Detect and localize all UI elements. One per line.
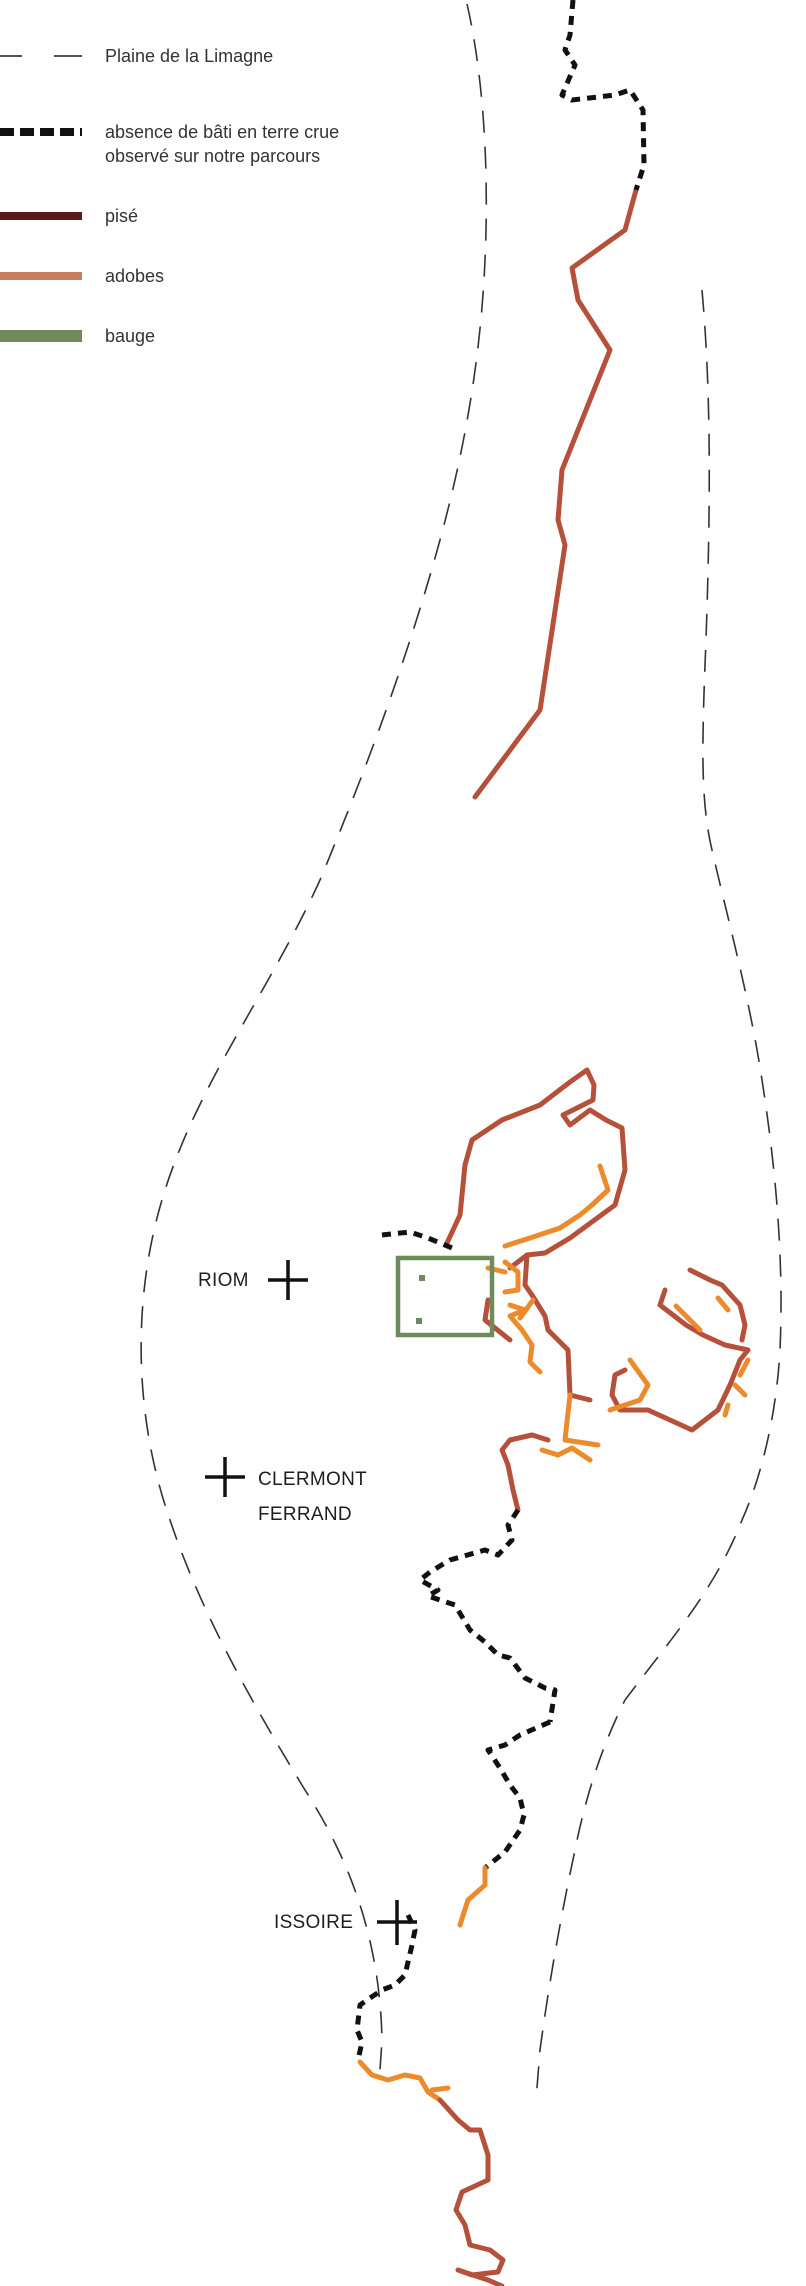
city-label-issoire: ISSOIRE bbox=[274, 1912, 354, 1933]
absence-route-south bbox=[354, 1229, 558, 2061]
issoire-marker-icon bbox=[377, 1900, 417, 1945]
legend-label-bauge: bauge bbox=[105, 326, 156, 346]
bauge-area bbox=[395, 1255, 495, 1338]
legend-item-adobes: adobes bbox=[0, 260, 400, 300]
plain-boundary-west bbox=[140, 3, 488, 2071]
legend-label-absence-2: observé sur notre parcours bbox=[105, 146, 321, 166]
absence-route-north bbox=[559, 0, 647, 191]
legend-label-adobes: adobes bbox=[105, 266, 165, 286]
adobes-route-south bbox=[357, 1865, 488, 2103]
pise-route-south bbox=[437, 2097, 506, 2286]
city-label-riom: RIOM bbox=[198, 1270, 249, 1291]
legend-item-pise: pisé bbox=[0, 200, 400, 240]
legend-item-plain: Plaine de la Limagne bbox=[0, 40, 400, 80]
city-markers bbox=[205, 1260, 417, 1945]
legend-label-absence-1: absence de bâti en terre crue bbox=[105, 122, 340, 142]
plain-boundary-east bbox=[535, 289, 782, 2101]
city-label-clermont-2: FERRAND bbox=[258, 1504, 352, 1525]
legend-label-plain: Plaine de la Limagne bbox=[105, 46, 274, 66]
clermont-marker-icon bbox=[205, 1457, 245, 1497]
legend-label-pise: pisé bbox=[105, 206, 139, 226]
legend-item-absence: absence de bâti en terre crue observé su… bbox=[0, 120, 500, 180]
legend-item-bauge: bauge bbox=[0, 320, 400, 360]
plain-boundary bbox=[140, 3, 782, 2101]
pise-route-north bbox=[472, 187, 639, 800]
adobes-route-center bbox=[485, 1163, 751, 1463]
riom-marker-icon bbox=[268, 1260, 308, 1300]
city-label-clermont-1: CLERMONT bbox=[258, 1469, 368, 1490]
